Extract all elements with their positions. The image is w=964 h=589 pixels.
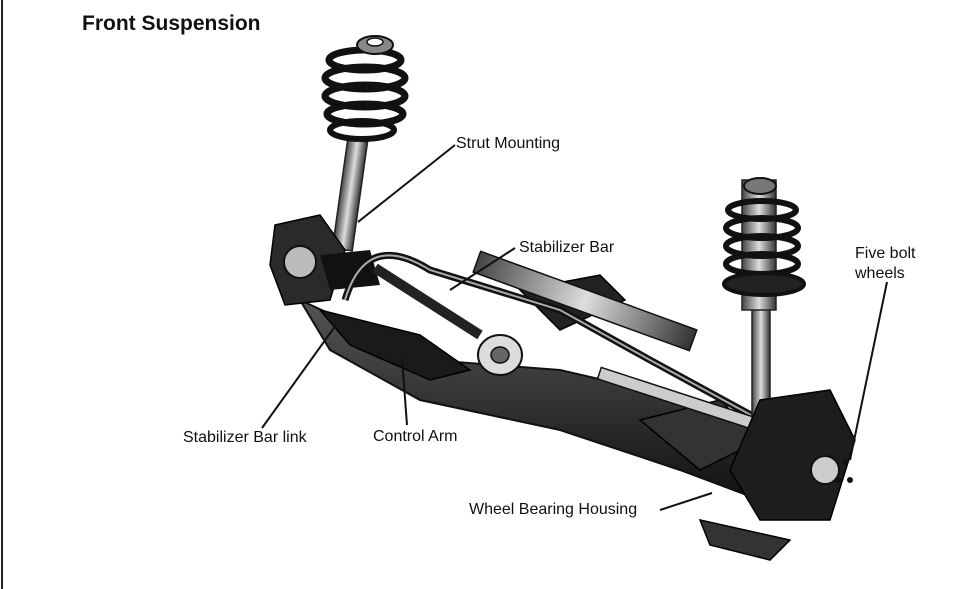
left-driveshaft <box>320 250 523 376</box>
leader-stabilizer-bar-link <box>261 324 337 429</box>
leader-control-arm <box>401 357 408 426</box>
label-strut-mounting: Strut Mounting <box>456 135 561 152</box>
leader-strut-mounting <box>357 144 456 223</box>
label-stabilizer-bar-link: Stabilizer Bar link <box>183 429 307 446</box>
leader-lines <box>261 144 888 511</box>
leader-stabilizer-bar <box>449 247 516 291</box>
right-strut <box>722 177 806 421</box>
steering-rack <box>472 250 774 436</box>
right-hub <box>698 389 856 561</box>
label-stabilizer-bar: Stabilizer Bar <box>519 239 615 256</box>
label-control-arm: Control Arm <box>373 428 458 445</box>
control-arm-left <box>317 308 472 381</box>
label-five-bolt-line2: wheels <box>855 265 905 282</box>
label-wheel-bearing-housing: Wheel Bearing Housing <box>469 501 638 518</box>
diagram-title: Front Suspension <box>82 12 261 35</box>
right-coil-spring <box>722 198 806 297</box>
left-strut <box>269 35 409 306</box>
leader-wheel-bearing-housing <box>659 492 713 511</box>
left-border-rule <box>1 0 3 589</box>
label-five-bolt-line1: Five bolt <box>855 245 916 262</box>
leader-five-bolt <box>849 281 888 461</box>
left-coil-spring <box>321 46 409 142</box>
